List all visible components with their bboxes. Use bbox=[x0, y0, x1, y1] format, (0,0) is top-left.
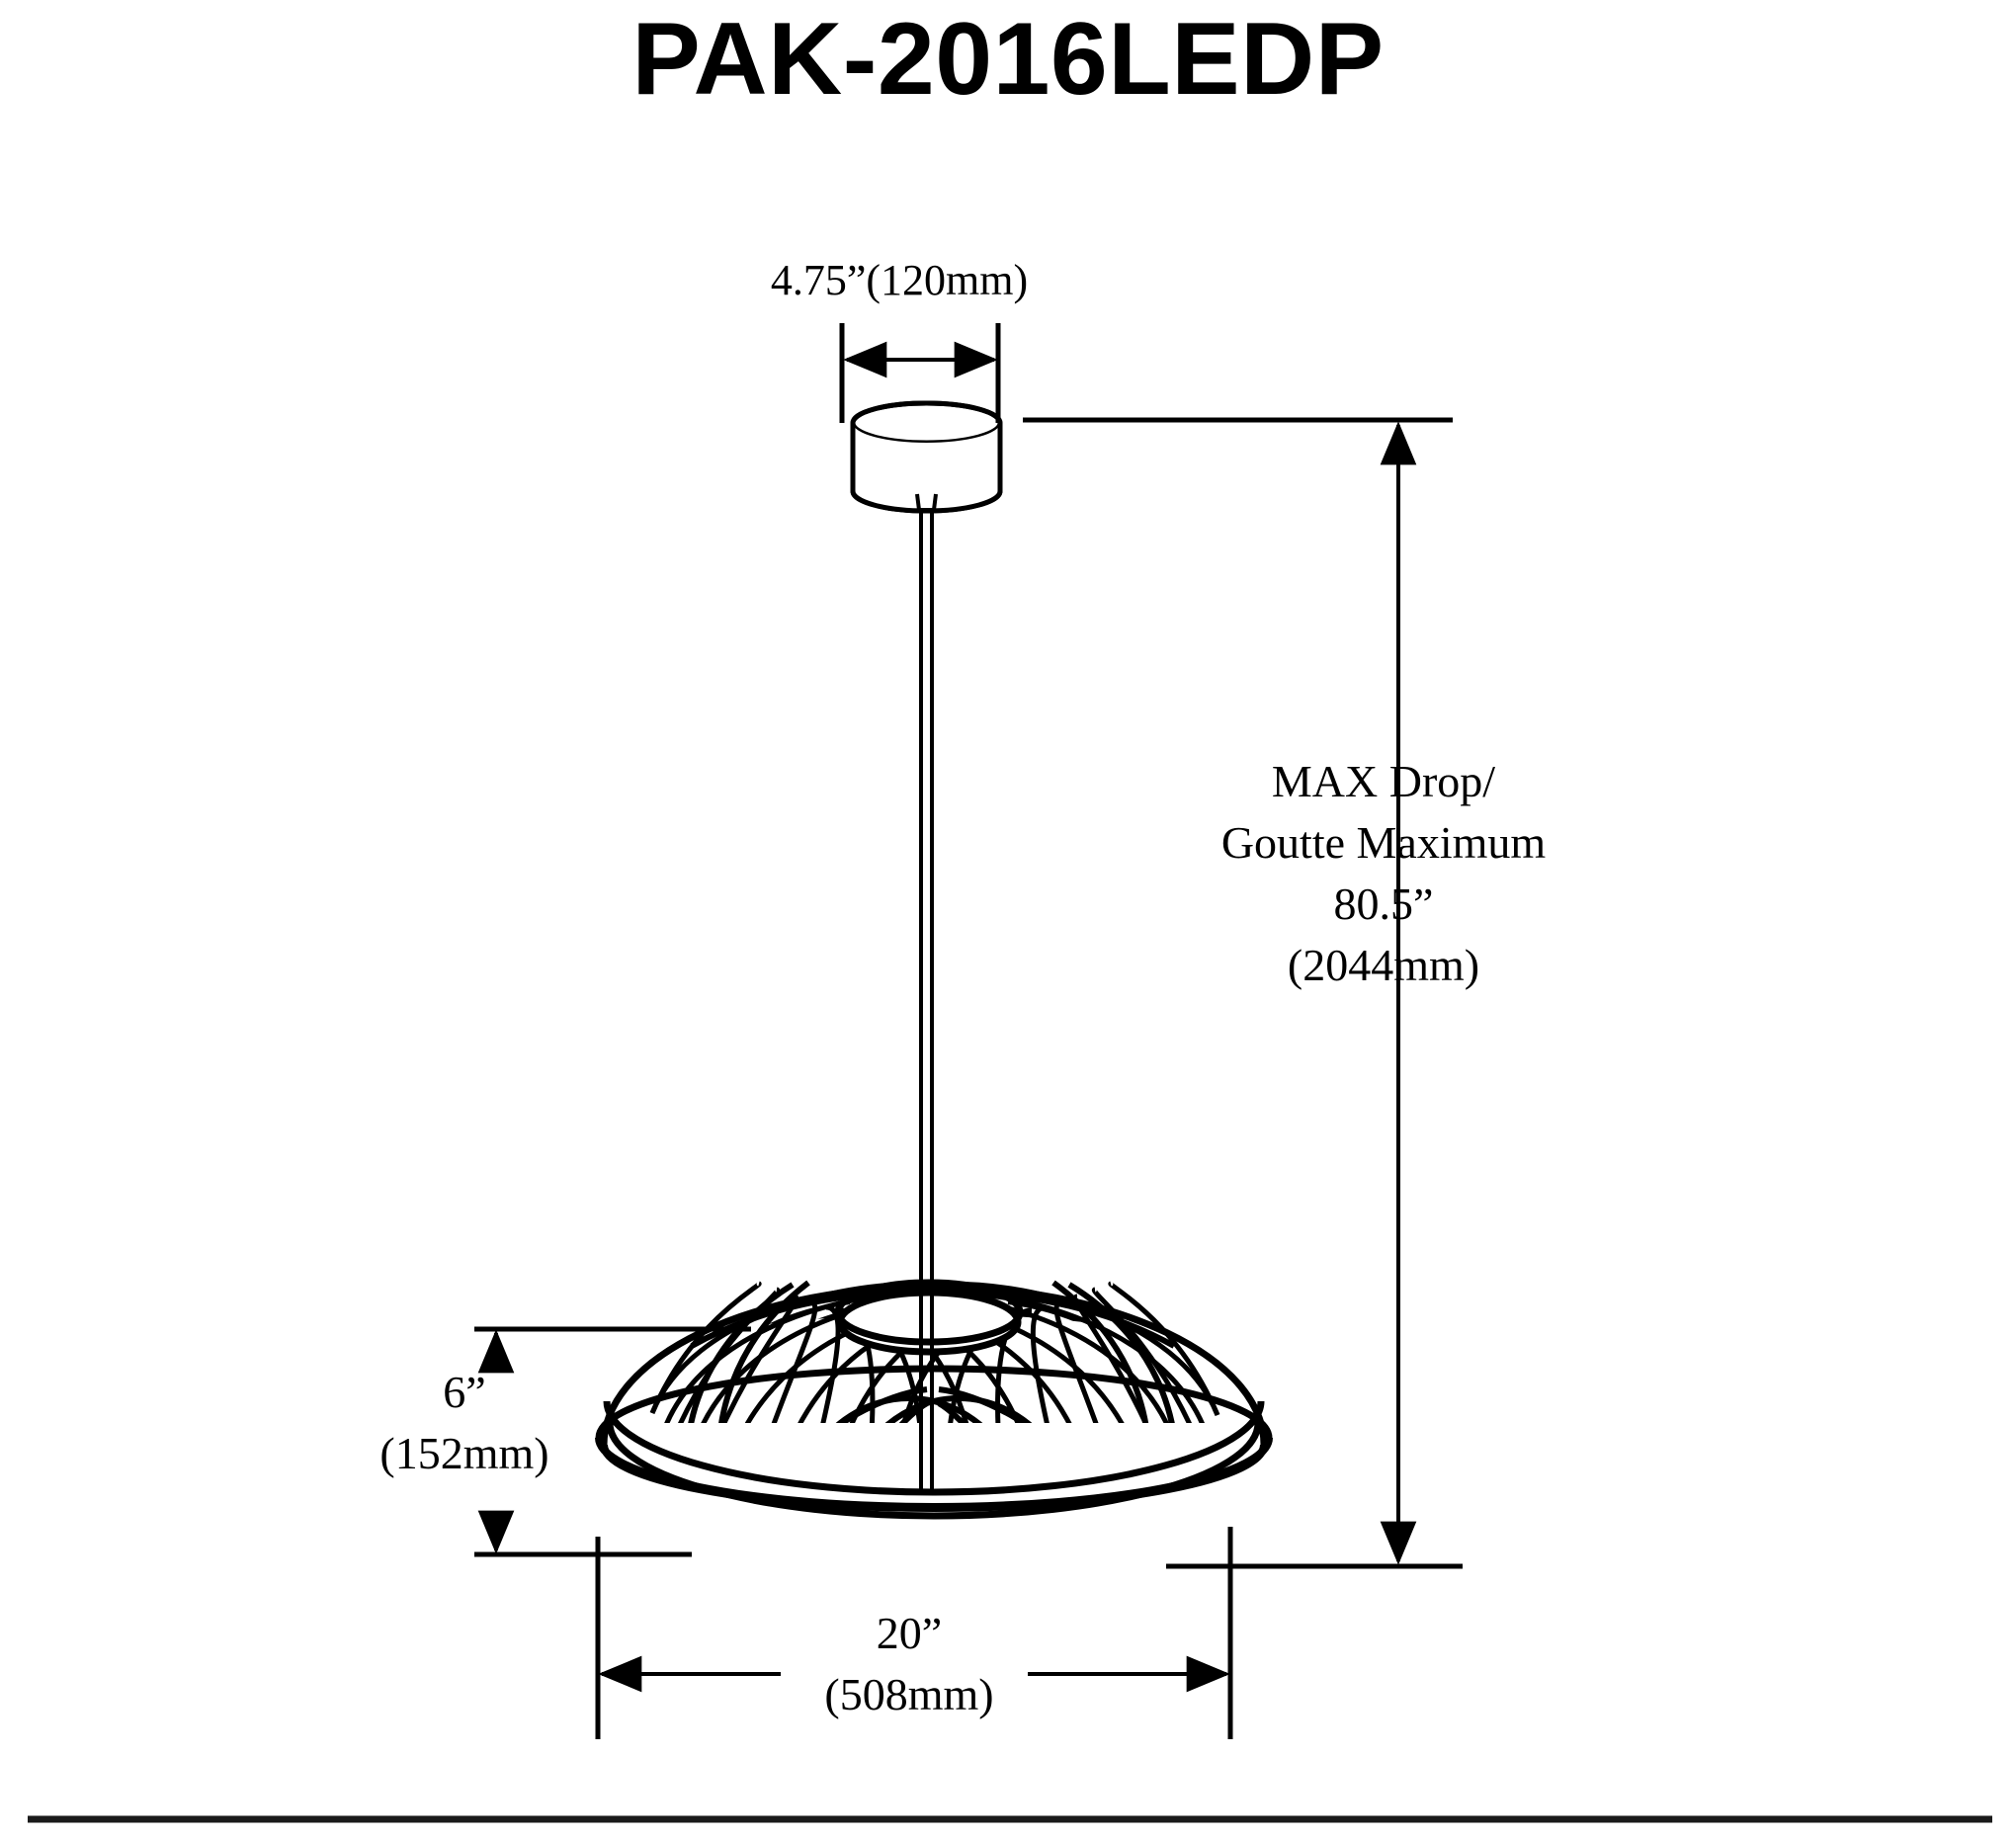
dimension-max-drop bbox=[1023, 417, 1463, 1569]
dimension-canopy-diameter bbox=[839, 323, 1001, 423]
canopy-connector-nub bbox=[915, 493, 938, 512]
ceiling-canopy bbox=[850, 400, 1003, 514]
shade-height-line-1: 6” bbox=[443, 1367, 486, 1417]
shade-top-ring bbox=[834, 1279, 1024, 1356]
page-title: PAK-2016LEDP bbox=[631, 2, 1385, 117]
shade-height-line-2: (152mm) bbox=[379, 1428, 549, 1478]
shade-width-line-1: 20” bbox=[876, 1608, 943, 1658]
dimension-label-canopy-diameter: 4.75”(120mm) bbox=[770, 256, 1029, 304]
woven-wire-dome-shade bbox=[595, 1279, 1273, 1520]
dimension-label-shade-width: 20” (508mm) bbox=[692, 1603, 1127, 1725]
dimension-shade-height bbox=[474, 1326, 751, 1557]
dimension-label-shade-height: 6” (152mm) bbox=[336, 1362, 593, 1484]
dimension-shade-width bbox=[595, 1527, 1233, 1739]
shade-width-line-2: (508mm) bbox=[824, 1669, 994, 1719]
